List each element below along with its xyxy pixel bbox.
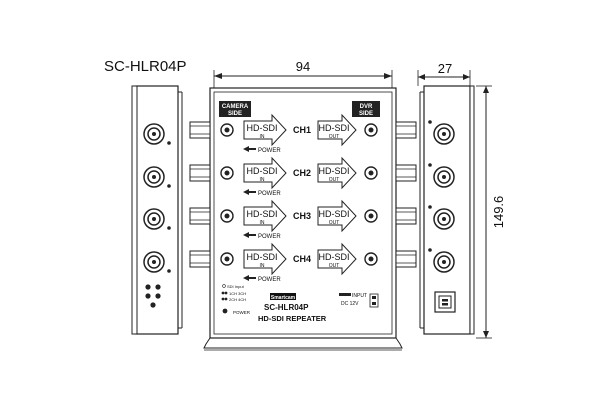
hd-sdi-out-text-4: HD-SDI (319, 252, 350, 262)
dvr-side-label-2: SIDE (359, 111, 373, 117)
input-label: INPUT (352, 293, 367, 299)
left-bnc-1 (143, 123, 171, 145)
channel-row-2: HD-SDI IN CH2 HD-SDI OUT POWER (189, 156, 417, 197)
model-title: SC-HLR04P (104, 58, 187, 75)
camera-side-box (219, 101, 251, 117)
hd-sdi-out-text-2: HD-SDI (319, 166, 350, 176)
hd-sdi-in-text-4: HD-SDI (247, 252, 278, 262)
hd-sdi-out-arrow-2 (317, 156, 357, 190)
product-label: HD-SDI REPEATER (258, 314, 327, 323)
hd-sdi-in-arrow-1 (243, 113, 287, 147)
height-value: 149.6 (491, 196, 506, 229)
hd-sdi-in-sub-4: IN (260, 263, 265, 269)
power-led-label: POWER (233, 310, 251, 315)
led-cluster (145, 284, 161, 308)
hd-sdi-in-arrow-3 (243, 199, 287, 233)
hd-sdi-in-arrow-4 (243, 242, 287, 276)
hd-sdi-out-sub-4: OUT (329, 263, 340, 269)
led-legend: SDI Input 1CH 3CH 2CH 4CH POWER (221, 284, 251, 315)
left-bnc-4 (143, 251, 171, 273)
dc-connector (369, 293, 379, 308)
hd-sdi-in-text-2: HD-SDI (247, 166, 278, 176)
hd-sdi-out-arrow-1 (317, 113, 357, 147)
ch1-label: CH1 (293, 125, 311, 135)
hd-sdi-out-sub-1: OUT (329, 134, 340, 140)
hd-sdi-out-sub-2: OUT (329, 177, 340, 183)
right-bnc-2 (428, 163, 455, 188)
hd-sdi-in-text-1: HD-SDI (247, 123, 278, 133)
power-jack (434, 291, 456, 313)
legend-line-2: 1CH 3CH (229, 291, 246, 296)
ch4-label: CH4 (293, 254, 311, 264)
front-view: CAMERA SIDE DVR SIDE HD-SDI IN CH1 HD-SD… (189, 87, 417, 351)
output-bnc-2 (364, 164, 417, 182)
channel-row-1: HD-SDI IN CH1 HD-SDI OUT POWER (189, 113, 417, 154)
left-bnc-2 (143, 166, 171, 188)
input-bnc-3 (189, 207, 234, 225)
right-bnc-3 (428, 205, 455, 230)
power-arrow-icon-3 (243, 232, 256, 238)
height-dimension: 149.6 (476, 85, 506, 339)
power-label-1: POWER (258, 148, 281, 154)
dvr-side-label-1: DVR (360, 104, 373, 110)
output-bnc-3 (364, 207, 417, 225)
camera-side-label-1: CAMERA (222, 104, 249, 110)
hd-sdi-out-text-3: HD-SDI (319, 209, 350, 219)
ch3-label: CH3 (293, 211, 311, 221)
input-bnc-1 (189, 121, 234, 139)
right-side-view (419, 85, 475, 335)
power-label-3: POWER (258, 234, 281, 240)
hd-sdi-in-text-3: HD-SDI (247, 209, 278, 219)
power-arrow-icon-4 (243, 275, 256, 281)
ch2-label: CH2 (293, 168, 311, 178)
hd-sdi-in-sub-2: IN (260, 177, 265, 183)
channel-row-4: HD-SDI IN CH4 HD-SDI OUT POWER (189, 242, 417, 283)
input-bnc-2 (189, 164, 234, 182)
power-label-4: POWER (258, 277, 281, 283)
left-bnc-3 (143, 208, 171, 230)
dvr-side-box (352, 101, 380, 117)
right-bnc-4 (428, 248, 455, 273)
power-label-2: POWER (258, 191, 281, 197)
power-led (222, 308, 228, 314)
hd-sdi-out-arrow-3 (317, 199, 357, 233)
hd-sdi-in-sub-3: IN (260, 220, 265, 226)
power-arrow-icon-2 (243, 189, 256, 195)
right-bnc-1 (428, 120, 455, 145)
legend-line-3: 2CH 4CH (229, 297, 246, 302)
left-side-view (131, 85, 183, 335)
hd-sdi-out-arrow-4 (317, 242, 357, 276)
hd-sdi-in-sub-1: IN (260, 134, 265, 140)
width-dimension: 94 (213, 59, 393, 100)
legend-line-1: SDI Input (227, 284, 245, 289)
input-marker (339, 293, 351, 296)
camera-side-label-2: SIDE (228, 111, 242, 117)
hd-sdi-out-sub-3: OUT (329, 220, 340, 226)
depth-value: 27 (438, 61, 452, 76)
input-bnc-4 (189, 250, 234, 268)
brand-logo-text: Smartcam (271, 295, 296, 301)
brand-logo (270, 293, 296, 300)
output-bnc-4 (364, 250, 417, 268)
model-label: SC-HLR04P (264, 303, 309, 312)
power-arrow-icon-1 (243, 146, 256, 152)
hd-sdi-in-arrow-2 (243, 156, 287, 190)
depth-dimension: 27 (417, 61, 471, 86)
output-bnc-1 (364, 121, 417, 139)
width-value: 94 (296, 59, 310, 74)
channel-row-3: HD-SDI IN CH3 HD-SDI OUT POWER (189, 199, 417, 240)
dc-label: DC 12V (341, 301, 359, 307)
hd-sdi-out-text-1: HD-SDI (319, 123, 350, 133)
